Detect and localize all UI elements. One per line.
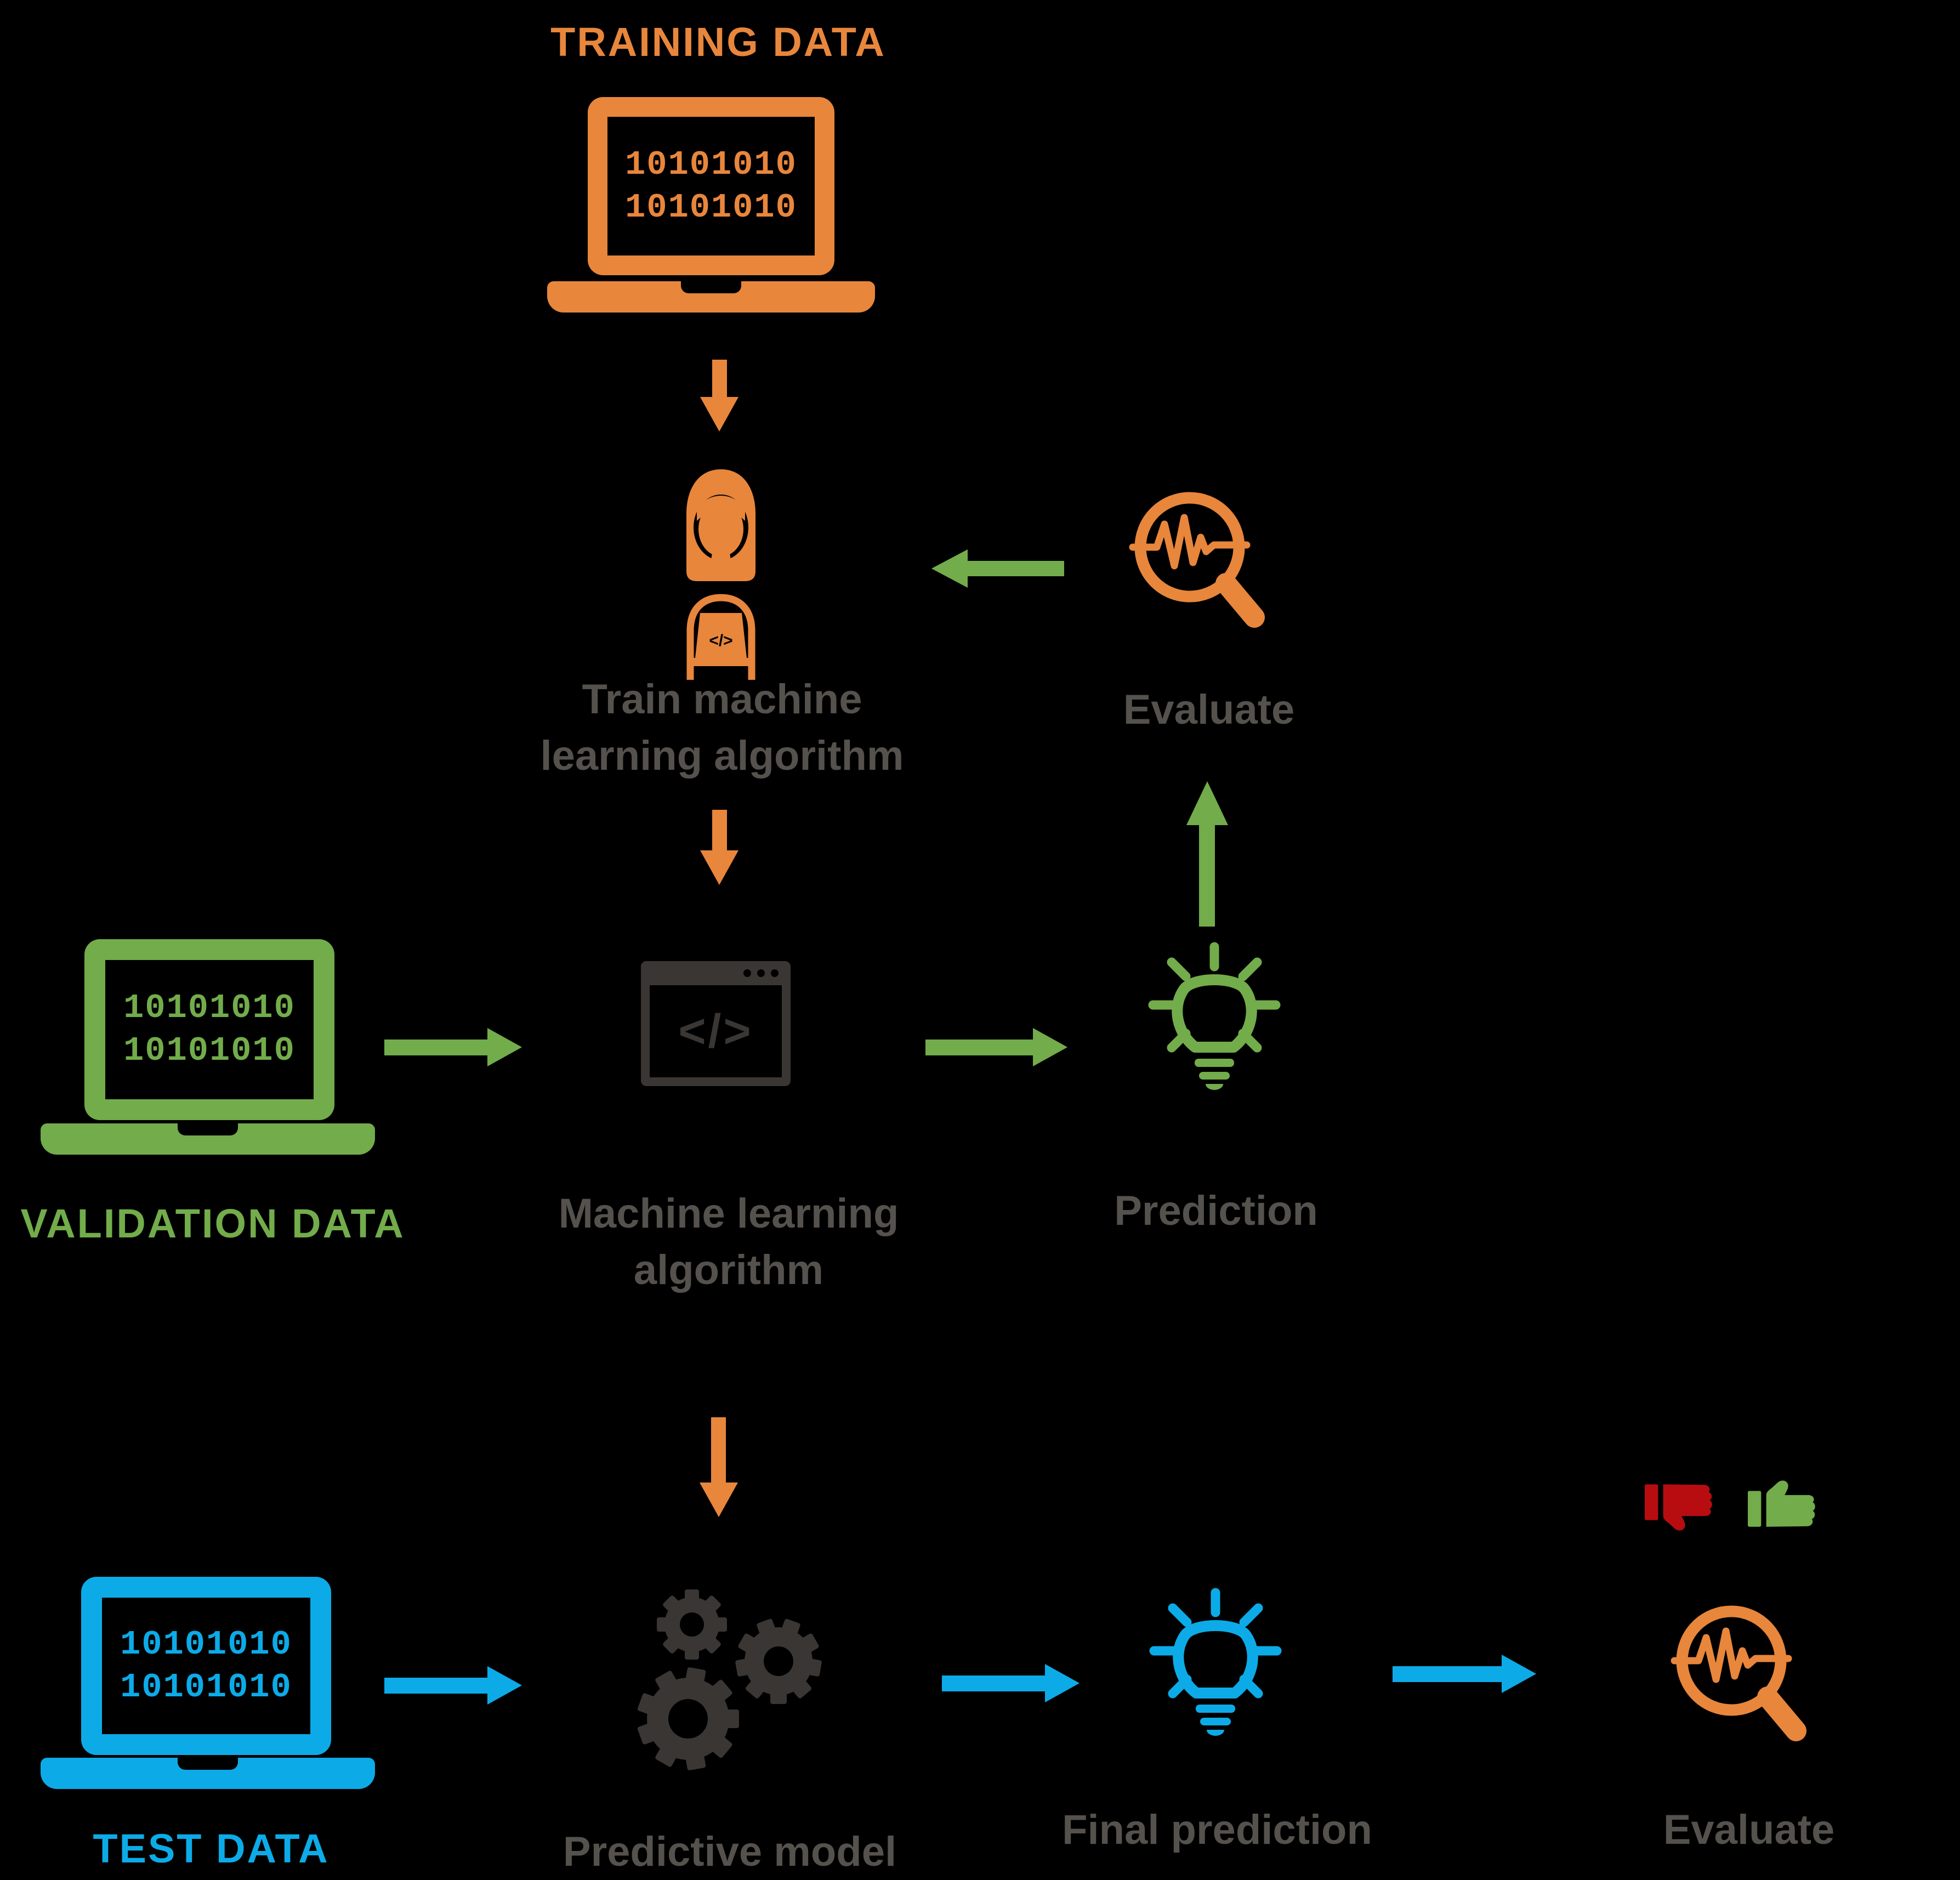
arrow-head <box>700 397 738 431</box>
arrow-shaft <box>925 1039 1033 1055</box>
test-data-title: TEST DATA <box>93 1826 329 1871</box>
evaluate-top-label: Evaluate <box>1123 681 1295 738</box>
binary-line: 10101010 <box>120 1667 292 1707</box>
arrow-trainstep-to-mlalgorithm <box>700 810 738 885</box>
final-prediction-lightbulb-icon <box>1139 1586 1292 1767</box>
window-dot <box>743 969 751 977</box>
arrow-head <box>700 850 738 885</box>
arrow-test-to-model <box>384 1666 522 1705</box>
validation-data-laptop-icon: 10101010 10101010 <box>41 939 375 1155</box>
window-dots <box>743 969 779 977</box>
thumbs-down-icon <box>1645 1482 1722 1552</box>
arrow-head <box>1502 1655 1536 1693</box>
thumbs-up-icon <box>1748 1476 1825 1534</box>
person-coder-icon: </> <box>655 466 787 683</box>
label-line: Evaluate <box>1663 1807 1835 1853</box>
binary-line: 10101010 <box>123 989 296 1027</box>
arrow-head <box>1033 1028 1067 1066</box>
prediction-lightbulb-icon <box>1138 940 1291 1121</box>
label-line: learning algorithm <box>540 732 904 779</box>
arrow-shaft <box>384 1677 487 1694</box>
label-line: Prediction <box>1114 1188 1318 1234</box>
arrow-shaft <box>711 1417 726 1483</box>
laptop-screen: 10101010 10101010 <box>588 97 834 275</box>
validation-data-title: VALIDATION DATA <box>20 1201 405 1246</box>
train-step-label: Train machine learning algorithm <box>541 671 904 784</box>
arrow-validation-to-mlalgorithm <box>384 1028 522 1066</box>
window-dot <box>771 969 779 977</box>
label-line: Evaluate <box>1123 686 1295 733</box>
final-prediction-label: Final prediction <box>1062 1802 1372 1858</box>
binary-code-text: 10101010 10101010 <box>625 144 797 229</box>
arrow-head <box>1045 1664 1080 1702</box>
arrow-head <box>487 1028 522 1066</box>
arrow-shaft <box>942 1675 1045 1691</box>
binary-line: 10101010 <box>120 1625 292 1664</box>
predictive-model-label: Predictive model <box>563 1824 896 1880</box>
test-data-laptop-icon: 10101010 10101010 <box>41 1577 375 1790</box>
label-line: Train machine <box>582 676 862 723</box>
arrow-shaft <box>712 360 727 397</box>
predictive-model-gears-icon <box>630 1579 839 1809</box>
window-content: </> <box>650 985 782 1077</box>
laptop-hinge-notch <box>178 1123 238 1135</box>
binary-line: 10101010 <box>123 1031 296 1070</box>
binary-code-text: 10101010 10101010 <box>120 1623 292 1709</box>
training-data-title: TRAINING DATA <box>550 19 886 65</box>
arrow-mlalgorithm-to-model <box>699 1417 738 1517</box>
arrow-shaft <box>1199 825 1215 927</box>
evaluate-bottom-label: Evaluate <box>1663 1802 1835 1858</box>
arrow-head <box>487 1666 522 1705</box>
arrow-shaft <box>968 560 1064 576</box>
window-dot <box>757 969 765 977</box>
label-line: algorithm <box>633 1247 824 1293</box>
arrow-prediction-to-evaluate <box>1186 781 1228 927</box>
laptop-hinge-notch <box>178 1758 238 1770</box>
arrow-mlalgorithm-to-prediction <box>925 1028 1067 1066</box>
arrow-shaft <box>384 1039 487 1055</box>
arrow-shaft <box>712 810 727 850</box>
arrow-head <box>931 549 968 588</box>
label-line: Machine learning <box>558 1190 899 1237</box>
label-line: Predictive model <box>563 1828 897 1875</box>
code-glyph: </> <box>678 1004 753 1058</box>
arrow-model-to-finalprediction <box>942 1664 1080 1702</box>
prediction-label: Prediction <box>1114 1183 1318 1239</box>
laptop-screen: 10101010 10101010 <box>81 1577 331 1755</box>
evaluate-bottom-magnifier-icon <box>1667 1596 1815 1755</box>
arrow-head <box>699 1483 738 1517</box>
arrow-finalprediction-to-evaluate <box>1393 1655 1536 1693</box>
training-data-laptop-icon: 10101010 10101010 <box>547 97 875 313</box>
ml-algorithm-label: Machine learning algorithm <box>559 1185 899 1298</box>
ml-algorithm-window-icon: </> <box>641 961 791 1086</box>
binary-line: 10101010 <box>625 188 797 227</box>
laptop-screen: 10101010 10101010 <box>84 939 334 1120</box>
arrow-shaft <box>1393 1666 1502 1682</box>
binary-line: 10101010 <box>625 145 797 184</box>
label-line: Final prediction <box>1062 1807 1372 1853</box>
binary-code-text: 10101010 10101010 <box>123 987 296 1072</box>
arrow-head <box>1186 781 1228 825</box>
arrow-training-to-trainstep <box>700 360 738 431</box>
arrow-evaluate-to-trainstep <box>931 549 1064 588</box>
laptop-hinge-notch <box>681 281 741 293</box>
evaluate-magnifier-icon <box>1125 482 1273 641</box>
code-glyph: </> <box>709 632 732 650</box>
